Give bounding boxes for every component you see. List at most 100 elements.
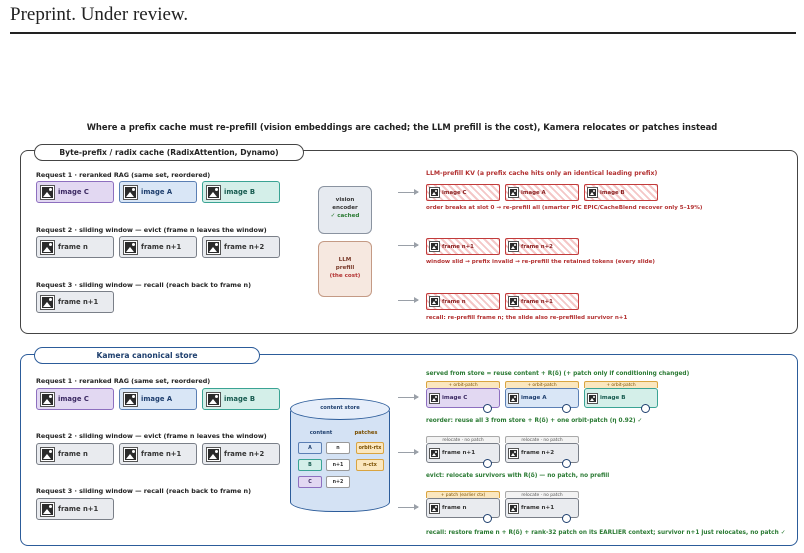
served-header: served from store = reuse content + R(δ)…: [426, 371, 690, 377]
image-icon: [206, 391, 221, 407]
image-icon: [40, 446, 55, 462]
image-icon: [508, 187, 519, 198]
top-req1-label: Request 1 · reranked RAG (same set, reor…: [36, 171, 211, 179]
b3-patch-n1: relocate · no patch: [505, 491, 579, 498]
top-out1-c: image C: [426, 184, 500, 201]
rotation-icon: [483, 404, 492, 413]
kamera-store-tab: Kamera canonical store: [34, 347, 260, 364]
kv-header: LLM-prefill KV (a prefix cache hits only…: [426, 170, 658, 177]
store-cell-n2: n+2: [326, 476, 350, 488]
top-req1-tile-b: image B: [202, 181, 280, 203]
rotation-icon: [562, 404, 571, 413]
top-req2-label: Request 2 · sliding window — evict (fram…: [36, 226, 267, 234]
figure-title: Where a prefix cache must re-prefill (vi…: [86, 122, 718, 132]
rotation-icon: [641, 404, 650, 413]
image-icon: [206, 446, 221, 462]
image-icon: [40, 391, 55, 407]
vision-encoder-box: vision encoder ✓ cached: [318, 186, 372, 234]
image-icon: [40, 501, 55, 517]
bottom-req2-tile-n2: frame n+2: [202, 443, 280, 465]
image-icon: [587, 392, 598, 404]
image-icon: [206, 239, 221, 255]
store-cell-b: B: [298, 459, 322, 471]
b3-out-n: frame n: [426, 498, 500, 518]
rotation-icon: [562, 459, 571, 468]
b2-patch-n2: relocate · no patch: [505, 436, 579, 443]
b1-out-b: image B: [584, 388, 658, 408]
b2-patch-n1: relocate · no patch: [426, 436, 500, 443]
image-icon: [40, 184, 55, 200]
top-out2-n1: frame n+1: [426, 238, 500, 255]
header-rule: [10, 32, 796, 34]
bottom-req1-label: Request 1 · reranked RAG (same set, reor…: [36, 377, 211, 385]
image-icon: [587, 187, 598, 198]
arrow-right-icon: [398, 297, 419, 303]
b3-patch-n: + patch (earlier ctx): [426, 491, 500, 498]
top-out2-n2: frame n+2: [505, 238, 579, 255]
image-icon: [508, 447, 519, 459]
patches-label: patches: [354, 430, 378, 436]
top-out1-b: image B: [584, 184, 658, 201]
bottom-req2-tile-n1: frame n+1: [119, 443, 197, 465]
arrow-right-icon: [398, 394, 419, 400]
b2-out-n2: frame n+2: [505, 443, 579, 463]
top-req3-tile-n1: frame n+1: [36, 291, 114, 313]
bottom-req1-tile-a: image A: [119, 388, 197, 410]
image-icon: [429, 502, 440, 514]
bottom-req3-label: Request 3 · sliding window — recall (rea…: [36, 487, 252, 495]
store-cell-a: A: [298, 442, 322, 454]
image-icon: [508, 502, 519, 514]
arrow-right-icon: [398, 504, 419, 510]
bottom-req1-tile-b: image B: [202, 388, 280, 410]
llm-prefill-box: LLM prefill (the cost): [318, 241, 372, 297]
store-patch-orbit: orbit-rtx: [356, 442, 384, 454]
top-req2-tile-n2: frame n+2: [202, 236, 280, 258]
image-icon: [429, 296, 440, 307]
b2-note: evict: relocate survivors with R(δ) — no…: [426, 473, 610, 479]
store-patch-nctx: n-ctx: [356, 459, 384, 471]
content-store-title: content store: [320, 405, 360, 411]
arrow-right-icon: [398, 449, 419, 455]
content-label: content: [309, 430, 333, 436]
bottom-req3-tile-n1: frame n+1: [36, 498, 114, 520]
store-cell-n1: n+1: [326, 459, 350, 471]
b1-note: reorder: reuse all 3 from store + R(δ) +…: [426, 418, 643, 424]
rotation-icon: [483, 514, 492, 523]
b1-patch-a: + orbit-patch: [505, 381, 579, 388]
content-store: [290, 402, 390, 512]
top-out3-n1: frame n+1: [505, 293, 579, 310]
image-icon: [429, 447, 440, 459]
b1-out-c: image C: [426, 388, 500, 408]
image-icon: [123, 239, 138, 255]
top-out1-a: image A: [505, 184, 579, 201]
top-req2-tile-n: frame n: [36, 236, 114, 258]
top-out3-n: frame n: [426, 293, 500, 310]
bottom-req2-tile-n: frame n: [36, 443, 114, 465]
image-icon: [123, 446, 138, 462]
b3-note: recall: restore frame n + R(δ) + rank-32…: [426, 530, 786, 536]
image-icon: [123, 184, 138, 200]
image-icon: [429, 392, 440, 404]
arrow-right-icon: [398, 189, 419, 195]
image-icon: [123, 391, 138, 407]
store-cell-c: C: [298, 476, 322, 488]
image-icon: [508, 241, 519, 252]
preprint-header: Preprint. Under review.: [10, 4, 189, 25]
b1-out-a: image A: [505, 388, 579, 408]
image-icon: [429, 187, 440, 198]
prefix-cache-tab: Byte-prefix / radix cache (RadixAttentio…: [34, 144, 304, 161]
image-icon: [206, 184, 221, 200]
top-row1-note: order breaks at slot 0 → re-prefill all …: [426, 205, 703, 211]
rotation-icon: [562, 514, 571, 523]
b3-out-n1: frame n+1: [505, 498, 579, 518]
image-icon: [40, 294, 55, 310]
bottom-req2-label: Request 2 · sliding window — evict (fram…: [36, 432, 267, 440]
image-icon: [508, 392, 519, 404]
rotation-icon: [483, 459, 492, 468]
top-req1-tile-c: image C: [36, 181, 114, 203]
bottom-req1-tile-c: image C: [36, 388, 114, 410]
top-req3-label: Request 3 · sliding window — recall (rea…: [36, 281, 252, 289]
top-row2-note: window slid → prefix invalid → re-prefil…: [426, 259, 655, 265]
image-icon: [429, 241, 440, 252]
b1-patch-c: + orbit-patch: [426, 381, 500, 388]
